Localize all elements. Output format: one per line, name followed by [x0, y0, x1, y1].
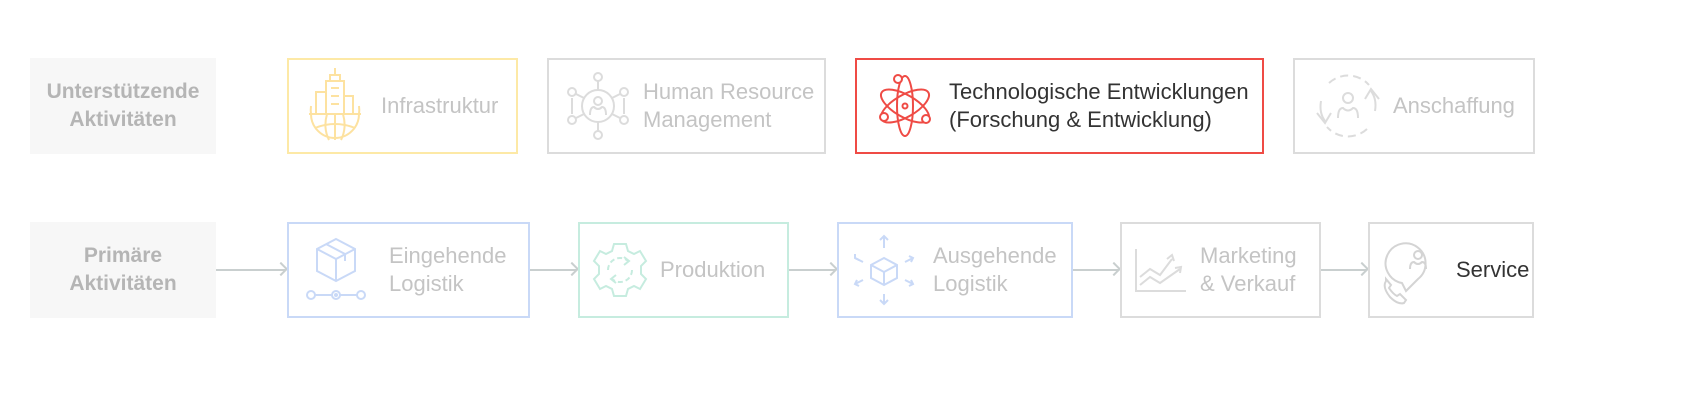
hr-text-line1: Human Resource [643, 79, 815, 104]
box-ausgehende-logistik[interactable]: Ausgehende Logistik [837, 222, 1073, 318]
support-label-line2: Aktivitäten [69, 108, 177, 131]
tech-text-line1: Technologische Entwicklungen [949, 79, 1249, 104]
marketing-text-line1: Marketing [1200, 243, 1297, 268]
box-produktion[interactable]: Produktion [578, 222, 789, 318]
flow-arrow [1321, 269, 1367, 271]
support-label-line1: Unterstützende [46, 80, 200, 103]
box-anschaffung[interactable]: Anschaffung [1293, 58, 1535, 154]
ausgehende-text-line2: Logistik [933, 271, 1008, 296]
city-globe-icon [303, 66, 367, 146]
flow-arrow [530, 269, 577, 271]
box-eingehende-logistik[interactable]: Eingehende Logistik [287, 222, 530, 318]
primary-label-line2: Aktivitäten [69, 272, 177, 295]
person-cycle-icon [1311, 71, 1385, 141]
box-path-icon [301, 235, 371, 305]
eingehende-text-line1: Eingehende [389, 243, 507, 268]
infrastruktur-text: Infrastruktur [381, 93, 499, 118]
flow-arrow [216, 269, 286, 271]
flow-arrow [789, 269, 836, 271]
box-human-resource[interactable]: Human Resource Management [547, 58, 826, 154]
service-text: Service [1456, 257, 1530, 282]
box-infrastruktur[interactable]: Infrastruktur [287, 58, 518, 154]
phone-person-icon [1382, 235, 1442, 305]
box-service[interactable]: Service [1368, 222, 1534, 318]
people-network-icon [565, 71, 631, 141]
gear-cycle-icon [592, 240, 648, 300]
flow-arrow [1073, 269, 1119, 271]
eingehende-text-line2: Logistik [389, 271, 464, 296]
box-marketing-verkauf[interactable]: Marketing & Verkauf [1120, 222, 1321, 318]
tech-text-line2: (Forschung & Entwicklung) [949, 107, 1212, 132]
hr-text-line2: Management [643, 107, 772, 132]
trend-chart-icon [1134, 247, 1188, 293]
box-arrows-icon [851, 232, 917, 308]
box-technologische-entwicklungen[interactable]: Technologische Entwicklungen (Forschung … [855, 58, 1264, 154]
anschaffung-text: Anschaffung [1393, 93, 1515, 118]
ausgehende-text-line1: Ausgehende [933, 243, 1057, 268]
marketing-text-line2: & Verkauf [1200, 271, 1296, 296]
primary-label-line1: Primäre [83, 244, 163, 267]
atom-icon [875, 73, 935, 139]
produktion-text: Produktion [660, 257, 766, 282]
